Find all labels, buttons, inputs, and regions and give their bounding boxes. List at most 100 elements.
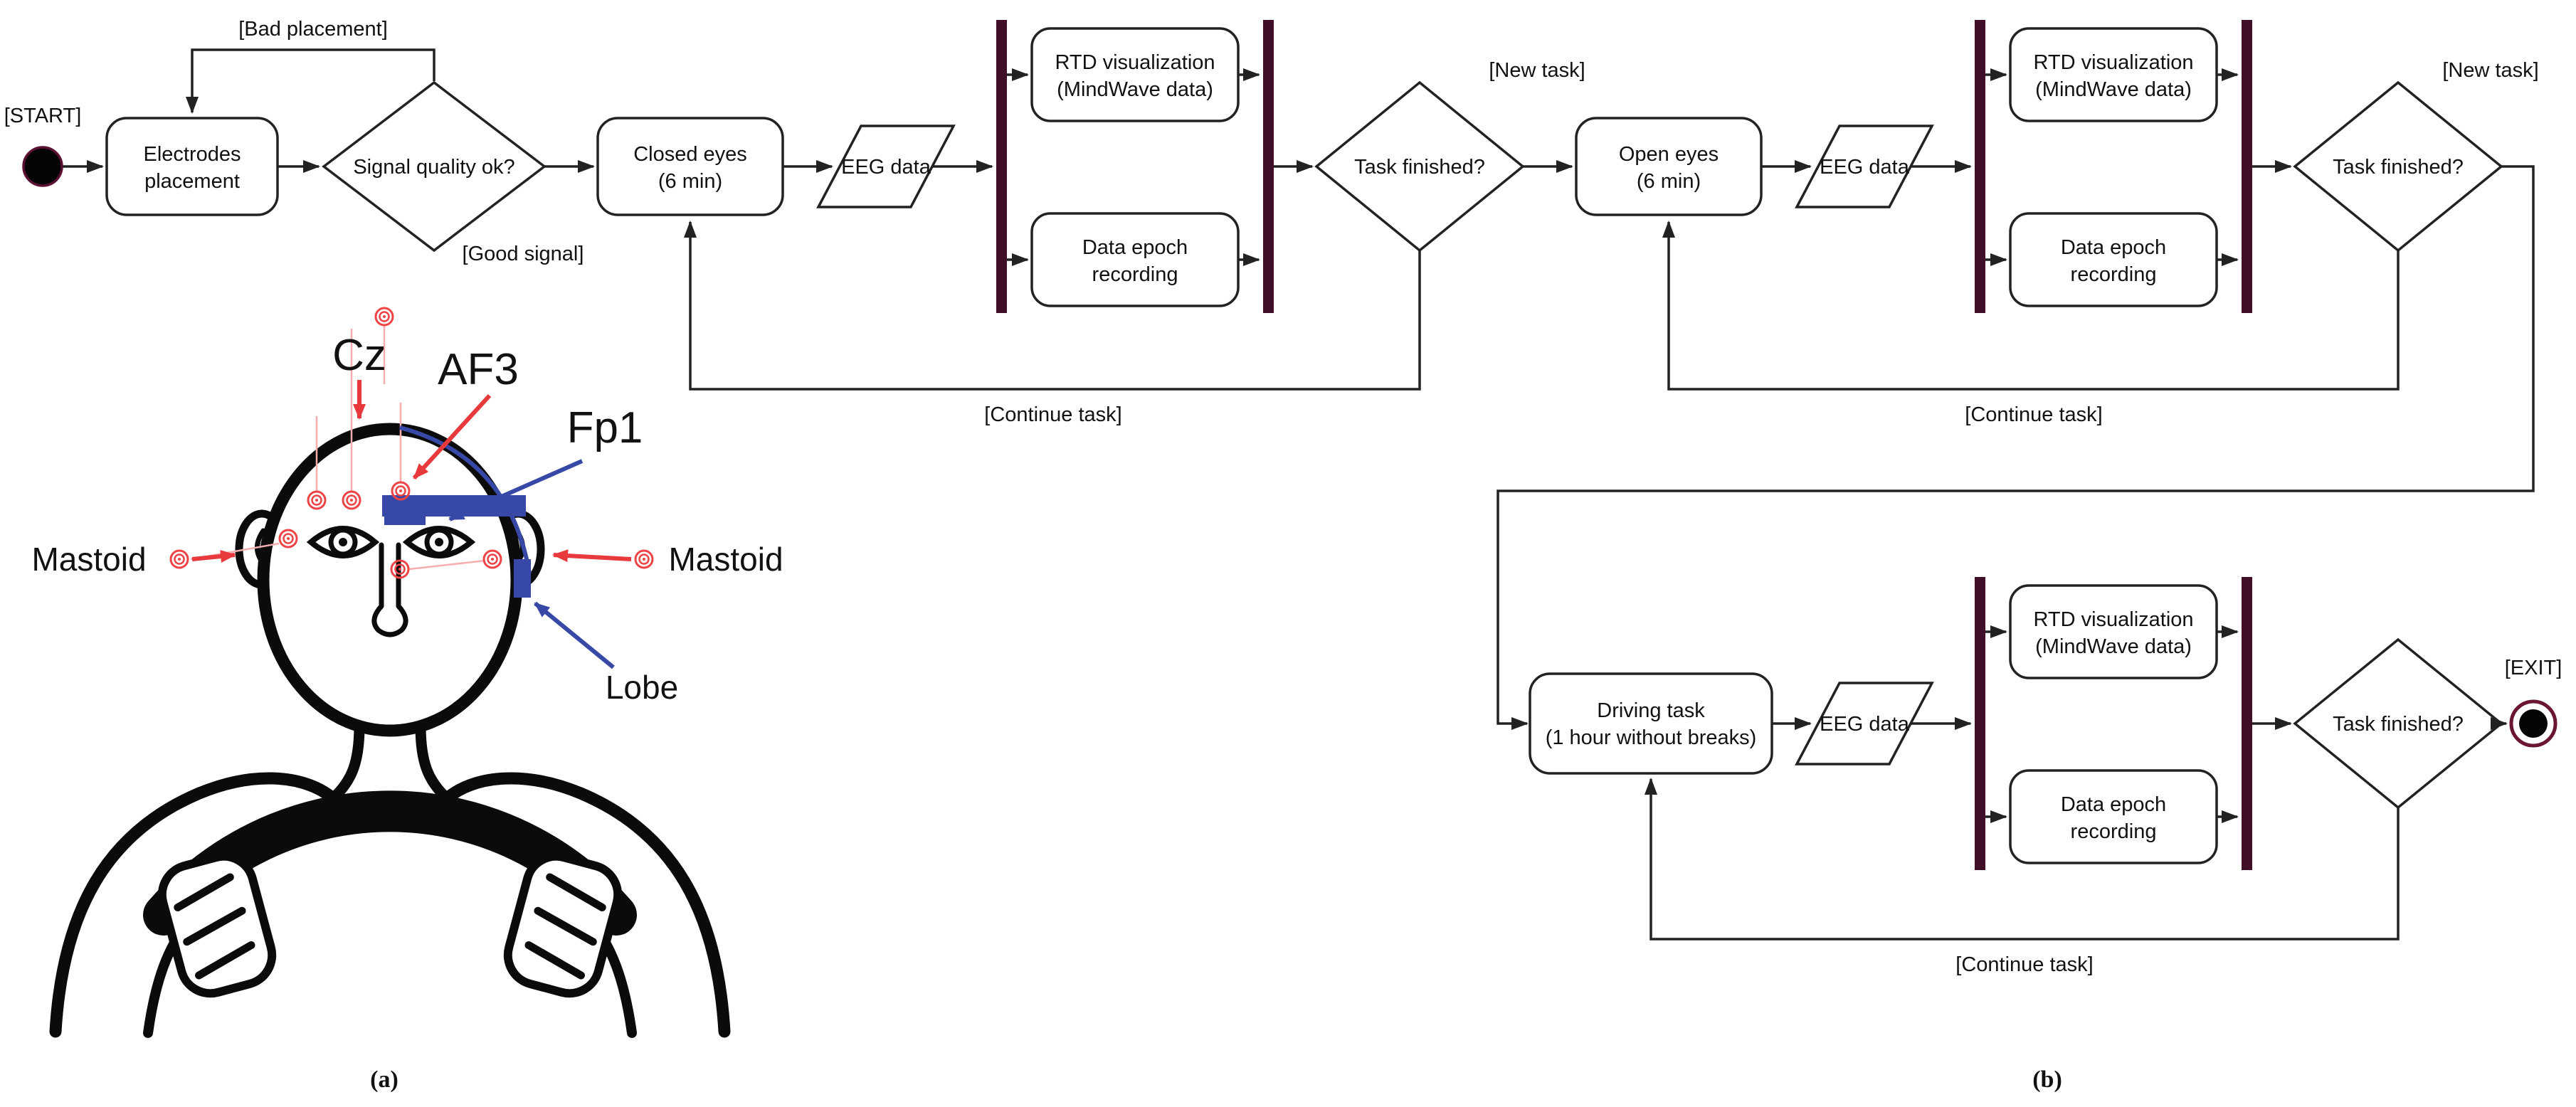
activity-open-eyes-line1: Open eyes xyxy=(1619,143,1719,166)
eye-right xyxy=(402,526,476,558)
arrow-mastoid-left xyxy=(191,550,236,563)
mindwave-band-sensor xyxy=(384,498,426,525)
fist-right xyxy=(503,852,623,998)
guard-continue-task-3: [Continue task] xyxy=(1955,953,2093,976)
edge-continue-loop-1 xyxy=(684,221,1421,391)
activity-electrodes-line1: Electrodes xyxy=(143,143,241,166)
caption-b: (b) xyxy=(2032,1066,2062,1093)
final-node-core xyxy=(2519,709,2548,738)
data-eeg-3-label: EEG data xyxy=(1820,713,1910,736)
guard-new-task-2: [New task] xyxy=(2442,59,2538,82)
data-eeg-1-label: EEG data xyxy=(841,156,931,179)
arrow-lobe xyxy=(534,601,615,669)
activity-open-eyes-line2: (6 min) xyxy=(1637,170,1701,193)
start-label: [START] xyxy=(4,105,82,127)
shoulder-left-outline xyxy=(49,772,341,1038)
electrode-cheek xyxy=(390,559,410,579)
decision-signal-quality-label: Signal quality ok? xyxy=(353,156,514,179)
data-eeg-3 xyxy=(1795,682,1934,766)
activity-rtd-1-line2: (MindWave data) xyxy=(1057,78,1213,101)
edge-bad-placement-loop xyxy=(186,48,436,114)
fork-bar-1 xyxy=(996,20,1007,313)
electrode-cz-top xyxy=(374,307,394,327)
initial-node xyxy=(22,146,63,187)
activity-epoch-2 xyxy=(2009,212,2218,307)
activity-rtd-3 xyxy=(2009,584,2218,679)
arrow-fp1 xyxy=(448,459,584,521)
mindwave-ear-clip xyxy=(514,559,531,598)
arrow-mastoid-right xyxy=(552,549,632,563)
fork-bar-3 xyxy=(1975,577,1985,870)
activity-driving-line1: Driving task xyxy=(1597,699,1705,722)
neck-right xyxy=(415,720,453,804)
label-lobe: Lobe xyxy=(606,669,678,706)
electrode-ear-right xyxy=(482,549,502,569)
activity-epoch-2-line2: recording xyxy=(2071,263,2157,286)
nose xyxy=(371,542,408,637)
neck-left xyxy=(327,720,365,804)
join-bar-3 xyxy=(2242,577,2252,870)
label-mastoid-left: Mastoid xyxy=(31,541,146,578)
activity-epoch-3 xyxy=(2009,769,2218,864)
guard-bad-placement: [Bad placement] xyxy=(238,18,388,41)
mindwave-headband-arc xyxy=(399,425,532,574)
activity-driving-task xyxy=(1529,672,1773,775)
decision-task-finished-3-label: Task finished? xyxy=(2333,713,2464,736)
join-bar-1 xyxy=(1263,20,1274,313)
electrode-mastoid-left xyxy=(169,549,189,569)
arrow-af3 xyxy=(412,393,492,480)
activity-rtd-1-line1: RTD visualization xyxy=(1055,51,1215,74)
shoulder-right-outline xyxy=(439,772,731,1038)
guard-continue-task-2: [Continue task] xyxy=(1965,403,2102,426)
eye-left xyxy=(306,526,380,558)
head-diagram: Cz AF3 Fp1 Mastoid Mastoid Lobe xyxy=(31,307,783,1038)
activity-rtd-2 xyxy=(2009,27,2218,122)
activity-closed-eyes-line1: Closed eyes xyxy=(633,143,747,166)
label-af3: AF3 xyxy=(438,345,519,394)
label-cz: Cz xyxy=(332,331,386,380)
electrode-forehead-left xyxy=(307,490,327,510)
guard-new-task-1: [New task] xyxy=(1489,59,1585,82)
activity-rtd-3-line1: RTD visualization xyxy=(2033,608,2193,631)
electrode-forehead-mid xyxy=(342,490,361,510)
data-eeg-2 xyxy=(1795,125,1934,208)
label-mastoid-right: Mastoid xyxy=(668,541,783,578)
guard-good-signal: [Good signal] xyxy=(463,243,584,265)
activity-driving-line2: (1 hour without breaks) xyxy=(1546,726,1757,749)
activity-open-eyes xyxy=(1575,117,1763,216)
activity-epoch-3-line1: Data epoch xyxy=(2061,793,2166,816)
activity-epoch-3-line2: recording xyxy=(2071,820,2157,843)
edge-continue-loop-3 xyxy=(1645,778,2400,941)
head-outline xyxy=(257,423,523,737)
electrode-af3 xyxy=(391,481,411,501)
caption-a: (a) xyxy=(370,1066,398,1093)
activity-closed-eyes-line2: (6 min) xyxy=(658,170,722,193)
activity-epoch-1-line1: Data epoch xyxy=(1082,236,1188,259)
data-eeg-1 xyxy=(816,125,956,208)
electrode-wire xyxy=(408,559,486,571)
guard-continue-task-1: [Continue task] xyxy=(984,403,1121,426)
activity-epoch-1 xyxy=(1030,212,1240,307)
electrode-mastoid-right xyxy=(634,549,654,569)
activity-rtd-2-line2: (MindWave data) xyxy=(2035,78,2192,101)
electrode-temple-left xyxy=(278,529,298,549)
edge-continue-loop-2 xyxy=(1662,221,2400,391)
activity-rtd-3-line2: (MindWave data) xyxy=(2035,635,2192,658)
activity-rtd-1 xyxy=(1030,27,1240,122)
edge-new-task-to-driving xyxy=(1496,165,2535,730)
decision-task-finished-2-label: Task finished? xyxy=(2333,156,2464,179)
activity-epoch-2-line1: Data epoch xyxy=(2061,236,2166,259)
activity-electrodes-line2: placement xyxy=(144,170,240,193)
join-bar-2 xyxy=(2242,20,2252,313)
activity-epoch-1-line2: recording xyxy=(1092,263,1178,286)
label-fp1: Fp1 xyxy=(567,403,643,452)
activity-closed-eyes xyxy=(596,117,784,216)
activity-rtd-2-line1: RTD visualization xyxy=(2033,51,2193,74)
electrode-markers xyxy=(169,307,654,579)
exit-label: [EXIT] xyxy=(2505,657,2562,679)
activity-electrodes-placement xyxy=(105,117,279,216)
decision-task-finished-1-label: Task finished? xyxy=(1354,156,1485,179)
data-eeg-2-label: EEG data xyxy=(1820,156,1910,179)
